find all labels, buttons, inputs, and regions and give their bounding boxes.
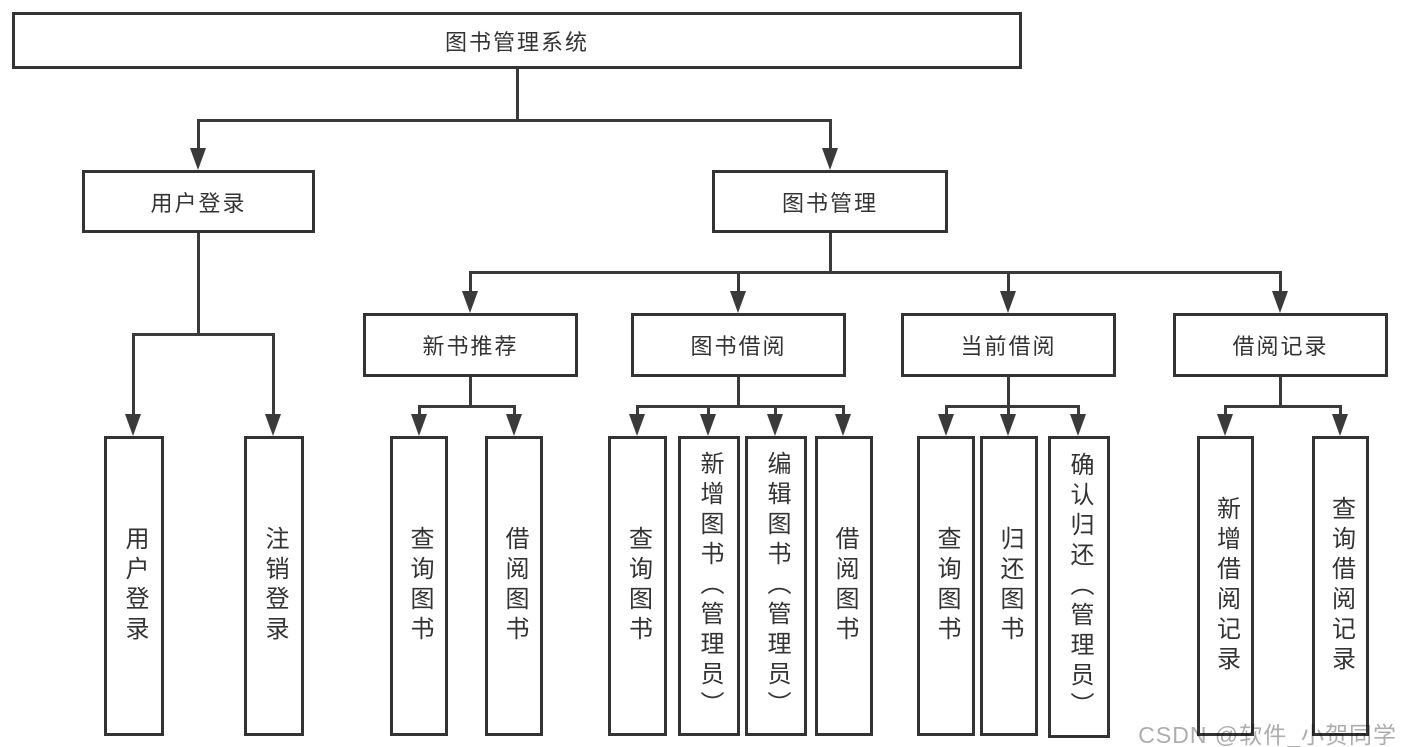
connector-line [469,271,1282,274]
connector-arrowhead [629,414,645,436]
node-new-book-recommend: 新书推荐 [363,313,578,377]
connector-line [945,405,948,415]
connector-line [1077,405,1080,415]
node-leaf-bb-add: 新增图书（管理员） [678,436,740,736]
connector-arrowhead [462,291,478,313]
node-leaf-cb-return: 归还图书 [980,436,1038,736]
node-leaf-logout: 注销登录 [244,436,304,736]
connector-arrowhead [125,414,141,436]
node-leaf-user-login: 用户登录 [104,436,164,736]
connector-arrowhead [767,414,783,436]
connector-line [418,405,516,408]
connector-line [1224,405,1341,408]
connector-arrowhead [1332,414,1348,436]
connector-line [469,377,472,408]
connector-line [197,119,832,122]
connector-line [1224,405,1227,415]
connector-arrowhead [1000,291,1016,313]
connector-line [1007,405,1010,415]
connector-arrowhead [506,414,522,436]
node-borrowing-records: 借阅记录 [1173,313,1388,377]
connector-line [513,405,516,415]
connector-line [272,333,275,414]
connector-line [636,405,845,408]
connector-arrowhead [938,414,954,436]
node-book-borrowing: 图书借阅 [631,313,846,377]
connector-line [1007,271,1010,293]
csdn-watermark: CSDN @软件_小贺同学 [1138,722,1397,747]
connector-line [829,119,832,148]
connector-line [516,68,519,119]
connector-line [1279,377,1282,408]
node-leaf-bb-borrow: 借阅图书 [815,436,873,736]
node-leaf-nbr-borrow: 借阅图书 [485,436,543,736]
connector-line [1339,405,1342,415]
node-current-borrowing: 当前借阅 [901,313,1116,377]
connector-arrowhead [700,414,716,436]
connector-line [636,405,639,415]
connector-arrowhead [1070,414,1086,436]
node-leaf-br-add: 新增借阅记录 [1197,436,1254,736]
connector-line [707,405,710,415]
connector-line [737,377,740,408]
connector-line [1007,377,1010,408]
connector-line [842,405,845,415]
connector-arrowhead [190,148,206,170]
connector-arrowhead [1217,414,1233,436]
connector-line [197,119,200,148]
connector-line [132,333,275,336]
connector-line [945,405,1080,408]
node-leaf-bb-query: 查询图书 [608,436,667,736]
connector-arrowhead [265,414,281,436]
connector-arrowhead [835,414,851,436]
connector-line [469,271,472,293]
connector-line [132,333,135,414]
connector-line [418,405,421,415]
connector-arrowhead [1272,291,1288,313]
connector-arrowhead [822,148,838,170]
connector-line [1279,271,1282,293]
connector-line [829,233,832,273]
node-book-management: 图书管理 [712,170,948,233]
node-leaf-bb-edit: 编辑图书（管理员） [745,436,807,736]
node-leaf-cb-query: 查询图书 [917,436,975,736]
connector-line [774,405,777,415]
node-leaf-cb-confirm: 确认归还（管理员） [1048,436,1110,738]
node-leaf-nbr-query: 查询图书 [390,436,448,736]
node-user-login: 用户登录 [82,170,315,233]
node-root: 图书管理系统 [12,12,1022,69]
connector-arrowhead [1000,414,1016,436]
connector-arrowhead [411,414,427,436]
connector-line [737,271,740,293]
connector-line [197,233,200,336]
node-leaf-br-query: 查询借阅记录 [1312,436,1369,736]
connector-arrowhead [730,291,746,313]
